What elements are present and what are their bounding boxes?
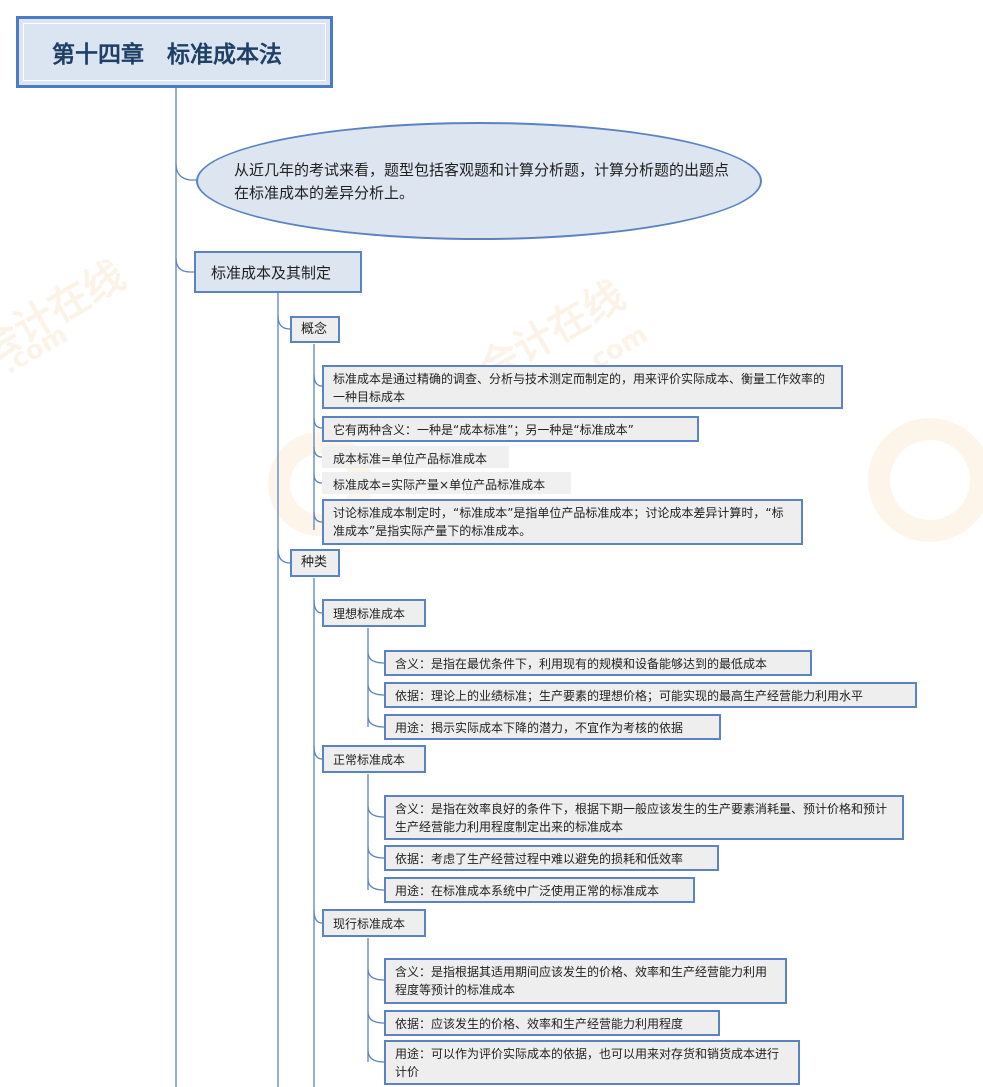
summary-bubble: 从近几年的考试来看，题型包括客观题和计算分析题，计算分析题的出题点在标准成本的差… [196, 122, 762, 240]
topic-standard-cost[interactable]: 标准成本及其制定 [194, 251, 362, 293]
type-item[interactable]: 含义：是指在最优条件下，利用现有的规模和设备能够达到的最低成本 [384, 650, 812, 676]
concept-item[interactable]: 讨论标准成本制定时，“标准成本”是指单位产品标准成本；讨论成本差异计算时，“标准… [322, 499, 803, 545]
concept-item[interactable]: 标准成本是通过精确的调查、分析与技术测定而制定的，用来评价实际成本、衡量工作效率… [322, 365, 843, 409]
type-item[interactable]: 用途：可以作为评价实际成本的依据，也可以用来对存货和销货成本进行计价 [384, 1040, 800, 1085]
type-item[interactable]: 用途：在标准成本系统中广泛使用正常的标准成本 [384, 877, 695, 903]
type-item[interactable]: 依据：理论上的业绩标准；生产要素的理想价格；可能实现的最高生产经营能力利用水平 [384, 682, 917, 708]
type-item[interactable]: 依据：应该发生的价格、效率和生产经营能力利用程度 [384, 1010, 720, 1036]
type-current[interactable]: 现行标准成本 [322, 909, 426, 937]
type-item[interactable]: 含义：是指在效率良好的条件下，根据下期一般应该发生的生产要素消耗量、预计价格和预… [384, 795, 904, 840]
concept-item[interactable]: 标准成本=实际产量×单位产品标准成本 [322, 472, 571, 494]
type-item[interactable]: 依据：考虑了生产经营过程中难以避免的损耗和低效率 [384, 845, 719, 871]
topic-types[interactable]: 种类 [290, 549, 340, 577]
concept-item[interactable]: 成本标准=单位产品标准成本 [322, 446, 509, 468]
concept-item[interactable]: 它有两种含义：一种是“成本标准”；另一种是“标准成本” [322, 416, 699, 442]
type-ideal[interactable]: 理想标准成本 [322, 599, 426, 627]
page-title: 第十四章 标准成本法 [16, 16, 333, 88]
type-item[interactable]: 用途：揭示实际成本下降的潜力，不宜作为考核的依据 [384, 714, 721, 740]
type-item[interactable]: 含义：是指根据其适用期间应该发生的价格、效率和生产经营能力利用程度等预计的标准成… [384, 958, 787, 1004]
type-normal[interactable]: 正常标准成本 [322, 745, 426, 773]
topic-concept[interactable]: 概念 [290, 316, 340, 343]
